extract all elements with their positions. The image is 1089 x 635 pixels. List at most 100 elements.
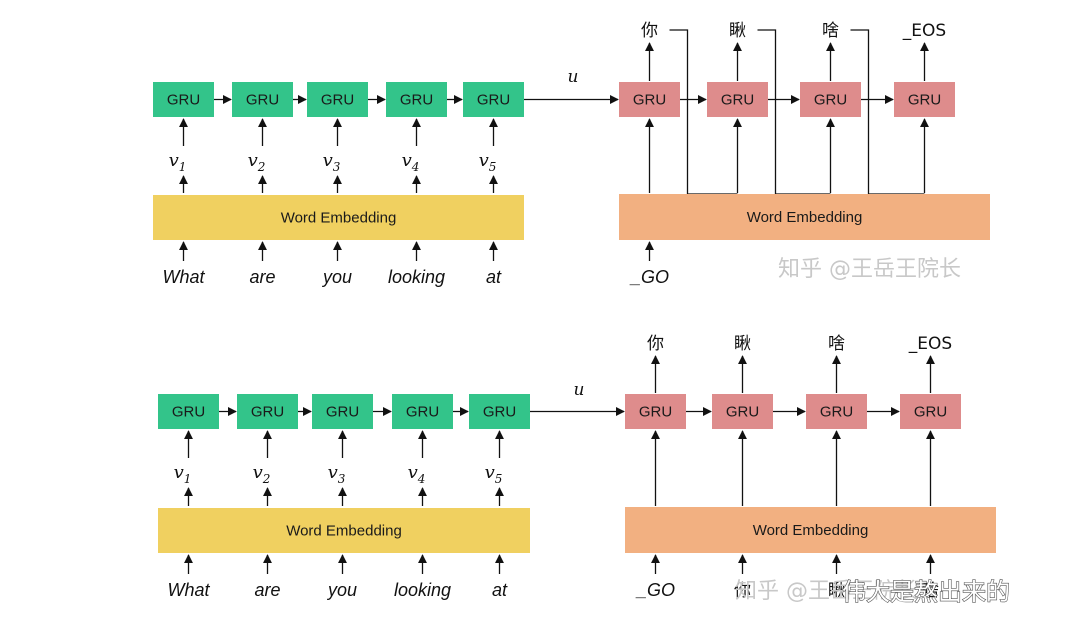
vector-subscript: 2 xyxy=(262,472,271,486)
teacher-forcing-input: 啥 xyxy=(922,581,939,601)
vector-symbol: v xyxy=(174,462,184,483)
encoder-gru-box xyxy=(469,394,530,429)
decoder-gru-cell xyxy=(800,82,861,117)
encoder-gru-cell xyxy=(158,394,219,429)
encoder-gru-box xyxy=(153,82,214,117)
encoder-gru-label: GRU xyxy=(477,92,510,109)
decoder-gru-cell xyxy=(707,82,768,117)
start-token: _GO xyxy=(629,267,669,287)
input-word: What xyxy=(162,267,205,287)
decoder-output-token: 瞅 xyxy=(729,21,746,41)
encoder-gru-box xyxy=(232,82,293,117)
decoder-embedding-label: Word Embedding xyxy=(753,522,869,539)
decoder-gru-cell xyxy=(894,82,955,117)
input-word: you xyxy=(326,580,357,600)
teacher-forcing-input: 瞅 xyxy=(828,581,845,601)
decoder-gru-label: GRU xyxy=(639,404,672,421)
encoder-gru-box xyxy=(307,82,368,117)
decoder-gru-cell xyxy=(625,394,686,429)
encoder-gru-label: GRU xyxy=(326,404,359,421)
encoder-gru-box xyxy=(237,394,298,429)
vector-symbol: v xyxy=(253,462,263,483)
decoder-output-token: 啥 xyxy=(828,334,845,354)
embedding-vector-label: v3 xyxy=(328,462,346,486)
encoder-gru-label: GRU xyxy=(167,92,200,109)
watermark-top: 知乎 @王岳王院长 xyxy=(778,257,961,282)
encoder-embedding-box xyxy=(158,508,530,553)
input-word: are xyxy=(249,267,275,287)
encoder-gru-cell xyxy=(153,82,214,117)
encoder-gru-label: GRU xyxy=(321,92,354,109)
encoder-gru-box xyxy=(158,394,219,429)
decoder-gru-label: GRU xyxy=(820,404,853,421)
vector-symbol: v xyxy=(479,150,489,171)
encoder-gru-cell xyxy=(307,82,368,117)
vector-subscript: 4 xyxy=(411,160,420,174)
vector-subscript: 2 xyxy=(257,160,266,174)
encoder-gru-label: GRU xyxy=(172,404,205,421)
decoder-embedding-box xyxy=(625,507,996,553)
encoder-embedding-box xyxy=(153,195,524,240)
decoder-gru-box xyxy=(619,82,680,117)
decoder-output-token: 瞅 xyxy=(734,334,751,354)
input-word: looking xyxy=(388,267,445,287)
embedding-vector-label: v4 xyxy=(408,462,426,486)
decoder-gru-box xyxy=(800,82,861,117)
encoder-gru-cell xyxy=(392,394,453,429)
vector-subscript: 3 xyxy=(338,472,346,486)
encoder-gru-label: GRU xyxy=(251,404,284,421)
encoder-gru-cell xyxy=(469,394,530,429)
vector-symbol: v xyxy=(408,462,418,483)
decoder-output-token: _EOS xyxy=(908,334,952,354)
vector-symbol: v xyxy=(402,150,412,171)
encoder-gru-box xyxy=(386,82,447,117)
vector-subscript: 1 xyxy=(179,160,187,174)
decoder-output-token: 你 xyxy=(641,21,658,41)
decoder-gru-label: GRU xyxy=(633,92,666,109)
decoder-gru-label: GRU xyxy=(726,404,759,421)
decoder-gru-cell xyxy=(806,394,867,429)
encoder-gru-box xyxy=(392,394,453,429)
encoder-gru-cell xyxy=(232,82,293,117)
encoder-gru-cell xyxy=(312,394,373,429)
embedding-vector-label: v1 xyxy=(174,462,192,486)
encoder-embedding-label: Word Embedding xyxy=(281,210,397,227)
embedding-vector-label: v1 xyxy=(169,150,187,174)
embedding-vector-label: v4 xyxy=(402,150,420,174)
input-word: at xyxy=(486,267,502,287)
encoder-gru-label: GRU xyxy=(400,92,433,109)
vector-subscript: 5 xyxy=(495,472,503,486)
encoder-gru-box xyxy=(312,394,373,429)
vector-symbol: v xyxy=(323,150,333,171)
vector-symbol: v xyxy=(485,462,495,483)
decoder-gru-box xyxy=(712,394,773,429)
embedding-vector-label: v2 xyxy=(248,150,266,174)
encoder-gru-cell xyxy=(237,394,298,429)
vector-symbol: v xyxy=(248,150,258,171)
vector-symbol: v xyxy=(169,150,179,171)
encoder-gru-label: GRU xyxy=(246,92,279,109)
decoder-embedding-label: Word Embedding xyxy=(747,209,863,226)
teacher-forcing-input: 你 xyxy=(734,581,751,601)
decoder-output-token: _EOS xyxy=(902,21,946,41)
encoder-gru-label: GRU xyxy=(406,404,439,421)
encoder-embedding-label: Word Embedding xyxy=(286,523,402,540)
decoder-gru-box xyxy=(625,394,686,429)
vector-subscript: 1 xyxy=(184,472,192,486)
decoder-gru-box xyxy=(894,82,955,117)
decoder-gru-label: GRU xyxy=(914,404,947,421)
decoder-gru-label: GRU xyxy=(908,92,941,109)
vector-subscript: 3 xyxy=(333,160,341,174)
vector-symbol: v xyxy=(328,462,338,483)
vector-subscript: 5 xyxy=(489,160,497,174)
encoder-gru-cell xyxy=(386,82,447,117)
decoder-gru-cell xyxy=(712,394,773,429)
decoder-gru-box xyxy=(900,394,961,429)
decoder-gru-cell xyxy=(900,394,961,429)
input-word: What xyxy=(167,580,210,600)
embedding-vector-label: v2 xyxy=(253,462,271,486)
watermark-bottom: 知乎 @王岳王院长 xyxy=(735,579,918,604)
encoder-gru-label: GRU xyxy=(483,404,516,421)
decoder-gru-cell xyxy=(619,82,680,117)
